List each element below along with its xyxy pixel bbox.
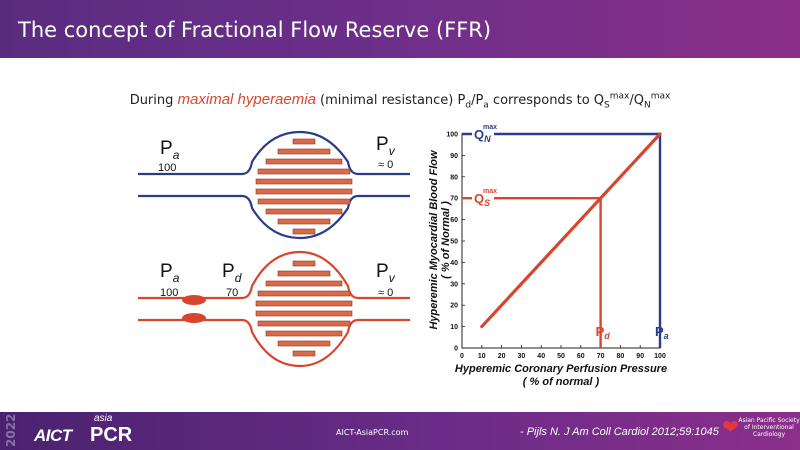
y-tick-label: 80 (450, 174, 458, 181)
apsic-logo-text: Asian Pacific Society of Interventional … (738, 417, 800, 438)
subtitle-prefix: During (129, 93, 178, 108)
logo-aict-text: AICT (34, 426, 72, 445)
y-tick-label: 100 (446, 132, 458, 139)
series-line (480, 132, 662, 329)
qn-label: QN (474, 127, 491, 144)
qs-label-sup: max (483, 188, 497, 195)
logo-pcr-text: PCR (90, 424, 133, 446)
x-tick-label: 50 (557, 353, 565, 360)
stenotic-pa-label: Pa (160, 261, 180, 285)
y-tick-label: 10 (450, 324, 458, 331)
normal-myocardium-bars (255, 138, 353, 235)
apsic-logo: ❤ Asian Pacific Society of Interventiona… (722, 414, 800, 450)
chart-x-axis-unit: ( % of normal ) (523, 376, 600, 388)
subtitle-corresponds: corresponds to Q (488, 93, 605, 108)
y-tick-label: 50 (450, 239, 458, 246)
stenotic-pd-label: Pd (222, 261, 242, 285)
qn-label-sup: max (483, 124, 497, 131)
vessel-diagram: Pa 100 Pv ≈ 0 Pa 100 Pd 70 Pv ≈ 0 (138, 130, 410, 368)
subtitle-slash-q: /Q (629, 93, 644, 108)
qs-label: QS (474, 191, 490, 208)
y-tick-label: 70 (450, 196, 458, 203)
y-tick-label: 90 (450, 153, 458, 160)
y-tick-label: 20 (450, 303, 458, 310)
subtitle-pa-sub: a (483, 100, 489, 111)
footer: 2022 AICT asia PCR AICT-AsiaPCR.com - Pi… (0, 412, 800, 450)
y-tick-label: 0 (454, 346, 458, 353)
chart-y-axis-title: Hyperemic Myocardial Blood Flow (428, 149, 440, 330)
citation: - Pijls N. J Am Coll Cardiol 2012;59:104… (520, 426, 719, 438)
x-tick-label: 0 (460, 353, 464, 360)
footer-year: 2022 (4, 413, 18, 447)
stenotic-pa-value: 100 (160, 287, 178, 299)
x-tick-label: 70 (597, 353, 605, 360)
x-tick-label: 90 (636, 353, 644, 360)
stenotic-vessel: Pa 100 Pd 70 Pv ≈ 0 (138, 250, 410, 368)
normal-pa-label: Pa (160, 138, 180, 162)
logo-asia-text: asia (94, 413, 113, 424)
stenotic-myocardium-bars (255, 260, 353, 357)
subtitle-qn-sup: max (650, 91, 671, 102)
footer-url[interactable]: AICT-AsiaPCR.com (336, 428, 409, 437)
qs-label-bg (472, 191, 494, 207)
stenotic-pv-label: Pv (376, 261, 396, 285)
x-tick-label: 20 (498, 353, 506, 360)
normal-pv-label: Pv (376, 134, 396, 158)
chart-x-axis-title: Hyperemic Coronary Perfusion Pressure (455, 363, 667, 375)
subtitle-qn-sub: N (643, 100, 651, 111)
subtitle-middle: (minimal resistance) P (315, 93, 466, 108)
title-bar: The concept of Fractional Flow Reserve (… (0, 0, 800, 58)
subtitle-pd-sub: d (465, 100, 472, 111)
x-tick-label: 40 (537, 353, 545, 360)
x-tick-label: 10 (478, 353, 486, 360)
normal-pa-value: 100 (158, 162, 176, 174)
subtitle-highlight: maximal hyperaemia (177, 91, 316, 108)
heart-icon: ❤ (722, 417, 739, 439)
qn-label-bg (472, 127, 494, 142)
y-tick-label: 30 (450, 281, 458, 288)
pd-label: Pd (596, 324, 611, 341)
chart-y-axis-unit: ( % of Normal ) (440, 201, 452, 279)
subtitle-slash-pa: /P (471, 93, 484, 108)
y-tick-label: 40 (450, 260, 458, 267)
normal-pv-value: ≈ 0 (378, 159, 393, 171)
chart-marks (462, 132, 662, 348)
stenotic-pv-value: ≈ 0 (378, 287, 393, 299)
x-tick-label: 60 (577, 353, 585, 360)
slide-title: The concept of Fractional Flow Reserve (… (18, 18, 492, 42)
stenotic-pd-value: 70 (226, 287, 238, 299)
aict-asiapcr-logo: AICT asia PCR (34, 413, 144, 448)
stenosis-plaque-bottom (182, 313, 206, 323)
y-tick-label: 60 (450, 217, 458, 224)
normal-vessel: Pa 100 Pv ≈ 0 (138, 130, 410, 240)
x-tick-label: 30 (518, 353, 526, 360)
ffr-chart: 0 10 20 30 40 50 60 70 80 90 100 0 10 20 30 40 50 60 70 80 9… (428, 124, 669, 388)
chart-ticks: 0 10 20 30 40 50 60 70 80 90 100 0 10 20 30 40 50 60 70 80 9… (446, 132, 666, 361)
subtitle-qs-sup: max (609, 91, 630, 102)
x-tick-label: 100 (654, 353, 666, 360)
x-tick-label: 80 (617, 353, 625, 360)
stenosis-plaque-top (182, 295, 206, 305)
subtitle: During maximal hyperaemia (minimal resis… (0, 91, 800, 111)
pa-label: Pa (655, 324, 669, 341)
subtitle-qs-sub: S (604, 100, 610, 111)
